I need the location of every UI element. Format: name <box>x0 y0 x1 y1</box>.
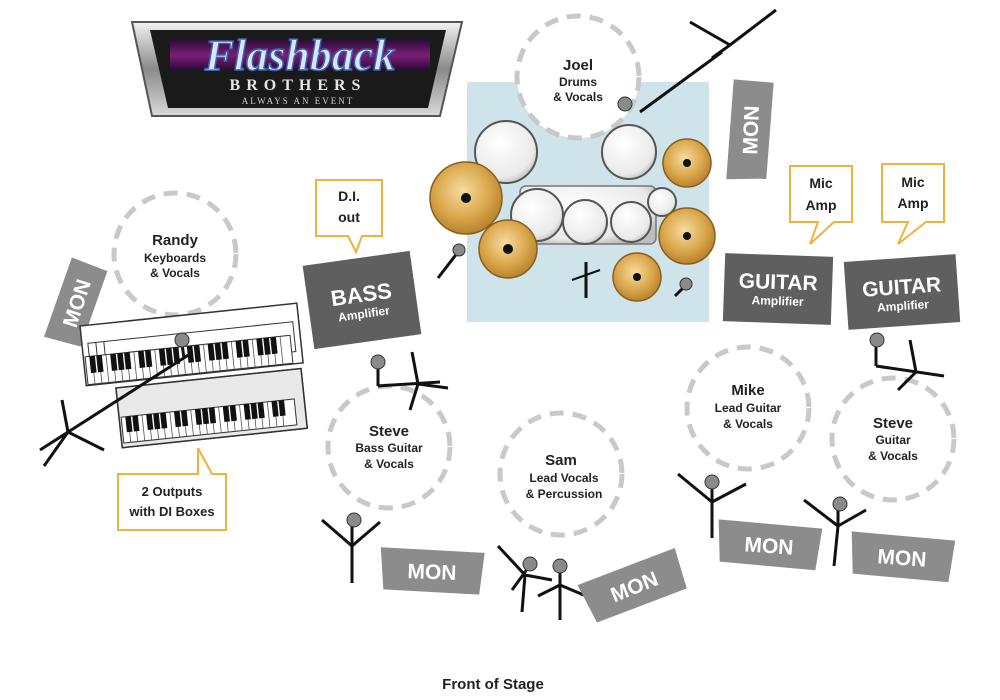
member-steve-bass: Steve Bass Guitar & Vocals <box>325 383 453 511</box>
monitor-label: MON <box>739 105 764 155</box>
mic-stand-joel <box>617 8 777 114</box>
member-role: Lead Guitar <box>715 401 782 415</box>
monitor-mike: MON <box>718 519 823 571</box>
mic-stand-steve-bass-rear <box>370 351 449 411</box>
amp-guitar-2: GUITAR Amplifier <box>843 254 961 330</box>
monitor-sam: MON <box>577 547 687 623</box>
tom-drum <box>562 199 608 245</box>
member-role: & Vocals <box>868 449 918 463</box>
member-name: Steve <box>369 423 409 440</box>
mic-stand-steve-bass-front <box>321 512 381 583</box>
member-role: Lead Vocals <box>529 471 598 485</box>
amp-sublabel: Amplifier <box>751 293 804 309</box>
member-joel: Joel Drums & Vocals <box>514 13 642 141</box>
callout-mic-amp-2: Mic Amp <box>881 163 945 245</box>
callout-text: D.I. <box>338 188 360 204</box>
amp-sublabel: Amplifier <box>877 297 930 315</box>
member-role: & Vocals <box>364 457 414 471</box>
monitor-steve-bass: MON <box>380 547 485 595</box>
logo-tagline: ALWAYS AN EVENT <box>242 96 355 106</box>
member-role: & Vocals <box>553 90 603 104</box>
amp-bass: BASS Amplifier <box>302 250 422 350</box>
logo-subtitle: BROTHERS <box>230 77 367 94</box>
mic-stand-randy <box>39 332 191 467</box>
member-role: Drums <box>559 75 597 89</box>
monitor-joel: MON <box>726 79 774 180</box>
tom-drum <box>610 201 652 243</box>
monitor-label: MON <box>744 533 794 559</box>
callout-di-out: D.I. out <box>315 179 383 255</box>
mic-stand-steve-guitar-rear <box>869 332 945 392</box>
member-role: & Vocals <box>150 266 200 280</box>
callout-text: Mic <box>901 174 925 190</box>
callout-text: 2 Outputs <box>142 484 203 499</box>
callout-keys-outputs: 2 Outputs with DI Boxes <box>117 447 227 531</box>
amp-guitar-1: GUITAR Amplifier <box>722 253 834 325</box>
front-of-stage-label: Front of Stage <box>442 676 544 693</box>
member-role: Keyboards <box>144 251 206 265</box>
amp-label: GUITAR <box>862 273 942 301</box>
member-name: Mike <box>731 382 764 399</box>
mic-stand-sam <box>496 544 587 620</box>
member-name: Steve <box>873 415 913 432</box>
monitor-label: MON <box>407 560 457 585</box>
rack-tom <box>601 124 657 180</box>
callout-text: with DI Boxes <box>128 504 214 519</box>
monitor-steve-guitar: MON <box>851 531 956 583</box>
member-name: Sam <box>545 452 577 469</box>
keyboards <box>79 302 309 449</box>
logo-title: Flashback <box>204 31 396 80</box>
callout-text: Amp <box>805 197 836 213</box>
member-mike: Mike Lead Guitar & Vocals <box>684 344 812 472</box>
member-steve-guitar: Steve Guitar & Vocals <box>829 375 957 503</box>
callout-mic-amp-1: Mic Amp <box>789 165 853 245</box>
member-role: Bass Guitar <box>355 441 423 455</box>
member-name: Randy <box>152 232 199 249</box>
member-name: Joel <box>563 57 593 74</box>
member-role: & Vocals <box>723 417 773 431</box>
monitor-label: MON <box>877 545 927 571</box>
member-randy: Randy Keyboards & Vocals <box>111 190 239 318</box>
floor-tom <box>474 120 538 184</box>
mic-stand-steve-guitar-front <box>803 496 867 567</box>
callout-text: Mic <box>809 175 833 191</box>
band-logo: Flashback BROTHERS ALWAYS AN EVENT <box>130 21 464 117</box>
mic-stand-mike <box>677 472 747 538</box>
member-sam: Sam Lead Vocals & Percussion <box>497 410 625 538</box>
amp-label: GUITAR <box>738 270 818 296</box>
callout-text: out <box>338 209 360 225</box>
drum-kit <box>429 120 716 302</box>
callout-text: Amp <box>897 195 928 211</box>
tom-drum <box>647 187 677 217</box>
member-role: & Percussion <box>526 487 603 501</box>
member-role: Guitar <box>875 433 911 447</box>
